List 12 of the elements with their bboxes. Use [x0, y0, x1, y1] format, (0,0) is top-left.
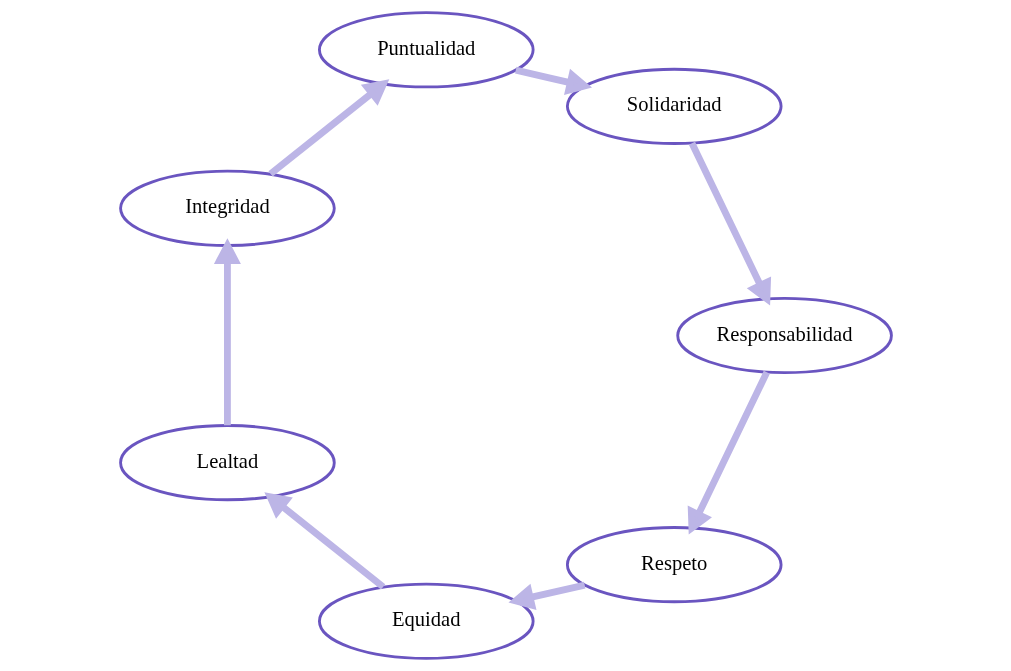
node-ellipse: Integridad [118, 169, 336, 247]
arrow [687, 370, 770, 535]
arrow [263, 492, 385, 590]
arrow [514, 66, 592, 95]
arrow [688, 141, 771, 306]
arrow [267, 79, 389, 177]
arrow [507, 581, 585, 610]
node-ellipse: Responsabilidad [675, 296, 893, 375]
node-ellipse: Lealtad [118, 424, 336, 502]
node-ellipse: Respeto [565, 526, 782, 604]
node-ellipse: Puntualidad [317, 11, 535, 89]
arrow [213, 238, 241, 426]
